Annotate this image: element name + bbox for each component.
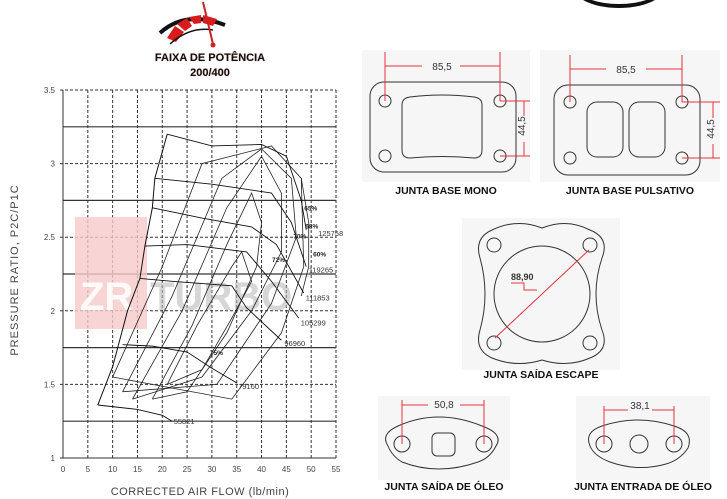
y-tick-label: 1 — [51, 454, 56, 463]
watermark-turbo: TURBO — [150, 275, 292, 319]
speed-line-label: 79160 — [238, 382, 259, 391]
y-tick-label: 2.5 — [44, 233, 56, 242]
x-tick-label: 15 — [133, 465, 142, 474]
speed-line — [122, 344, 237, 384]
power-gauge-icon — [158, 1, 226, 48]
gasket-base-pulsativo-drawing: 85,5 44,5 — [553, 55, 720, 176]
dimension-height: 44,5 — [706, 119, 717, 139]
x-tick-label: 55 — [332, 465, 341, 474]
speed-line — [97, 404, 173, 422]
speed-line — [167, 133, 307, 230]
x-tick-label: 25 — [183, 465, 192, 474]
gasket-panel-mono: 85,5 44,5 — [362, 50, 532, 182]
efficiency-label: 60% — [313, 251, 326, 258]
gasket-escape-drawing: 88,90 — [478, 223, 605, 364]
speed-line-label: 125758 — [318, 229, 343, 238]
speed-line — [154, 177, 307, 267]
gasket-oil-inlet-drawing: 38,1 — [588, 401, 690, 468]
gasket-panel-oil-outlet: 50,8 — [378, 396, 510, 480]
speed-line-label: 55821 — [174, 417, 195, 426]
watermark-zr: ZR — [80, 275, 133, 319]
decorative-dark-arc — [575, 0, 663, 8]
speed-line-label: 111853 — [306, 294, 330, 303]
watermark-box — [75, 217, 147, 329]
y-axis-label: PRESSURE RATIO, P2C/P1C — [9, 184, 21, 355]
y-tick-label: 3 — [51, 160, 56, 169]
dimension-diameter: 88,90 — [511, 272, 534, 282]
gasket-base-mono-drawing: 85,5 44,5 — [369, 52, 532, 173]
gasket-panel-pulsativo: 85,5 44,5 — [540, 50, 720, 182]
gasket-label: JUNTA ENTRADA DE ÓLEO — [574, 481, 712, 493]
y-tick-label: 3.5 — [44, 86, 56, 95]
watermark-tm: ™ — [300, 272, 310, 283]
x-tick-label: 30 — [207, 465, 216, 474]
dimension-width: 50,8 — [434, 400, 454, 411]
speed-line — [152, 207, 305, 294]
x-tick-label: 0 — [61, 465, 66, 474]
dimension-width: 85,5 — [616, 65, 636, 76]
gasket-panel-escape: 88,90 — [462, 218, 620, 370]
efficiency-label: 65% — [304, 206, 317, 213]
speed-line-label: 119265 — [309, 266, 333, 275]
efficiency-island — [122, 148, 297, 393]
x-tick-label: 50 — [307, 465, 316, 474]
dimension-height: 44,5 — [517, 116, 528, 136]
speed-line-label: 96960 — [284, 339, 305, 348]
speed-line — [139, 277, 282, 341]
efficiency-label: 75% — [210, 350, 223, 357]
x-tick-label: 20 — [158, 465, 167, 474]
speed-line-label: 105299 — [301, 319, 326, 328]
efficiency-island — [300, 178, 310, 297]
gasket-oil-outlet-drawing: 50,8 — [385, 400, 499, 470]
gasket-label: JUNTA BASE MONO — [395, 185, 497, 197]
gasket-label: JUNTA SAÍDA DE ÓLEO — [384, 481, 504, 493]
efficiency-label: 68% — [305, 223, 318, 230]
x-tick-label: 10 — [108, 465, 117, 474]
speed-line — [144, 244, 300, 319]
y-tick-label: 2 — [51, 307, 56, 316]
dimension-width: 85,5 — [432, 62, 452, 73]
gasket-label: JUNTA SAÍDA ESCAPE — [483, 369, 599, 381]
power-range-title: FAIXA DE POTÊNCIA — [154, 52, 266, 64]
power-range-value: 200/400 — [190, 67, 230, 79]
x-tick-label: 45 — [282, 465, 291, 474]
efficiency-island — [132, 155, 282, 400]
efficiency-label: 72% — [272, 257, 285, 264]
x-tick-label: 40 — [257, 465, 266, 474]
efficiency-island — [166, 251, 253, 385]
gasket-label: JUNTA BASE PULSATIVO — [565, 185, 695, 197]
compressor-map-chart: ZR TURBO ™ 0 5 10 15 20 25 30 35 40 45 50 55 1 1.5 2 2.… — [9, 86, 343, 498]
x-tick-label: 35 — [232, 465, 241, 474]
x-tick-label: 5 — [86, 465, 91, 474]
dimension-width: 38,1 — [630, 401, 650, 412]
y-tick-label: 1.5 — [44, 380, 56, 389]
surge-line — [97, 134, 168, 406]
efficiency-label: 70% — [293, 234, 306, 241]
gasket-panel-oil-inlet: 38,1 — [576, 396, 710, 480]
efficiency-island — [151, 191, 262, 400]
x-axis-label: CORRECTED AIR FLOW (lb/min) — [111, 486, 290, 498]
